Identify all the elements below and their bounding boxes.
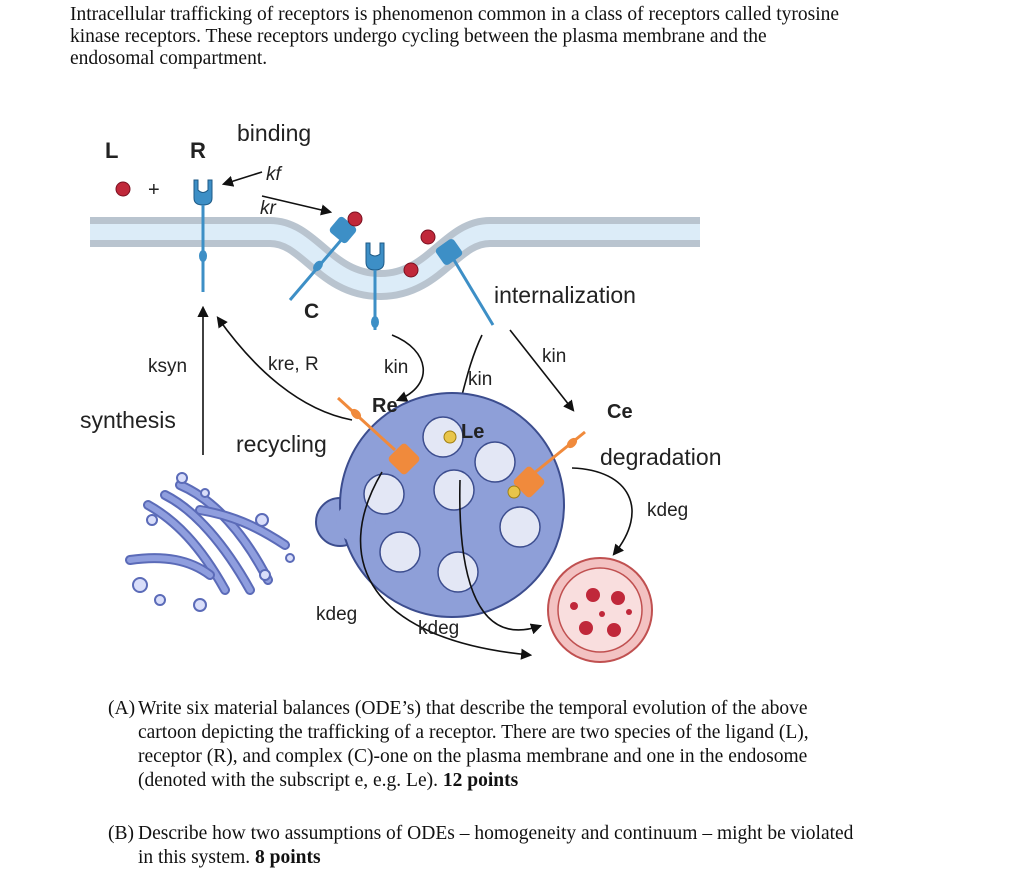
label-Re: Re bbox=[372, 395, 398, 417]
label-kin-complex: kin bbox=[542, 346, 566, 367]
label-synthesis: synthesis bbox=[80, 407, 176, 433]
internalize-complex-arrow bbox=[509, 329, 575, 412]
ligand-icon bbox=[115, 181, 131, 197]
receptor-icon bbox=[193, 179, 213, 292]
label-kre: kre, R bbox=[268, 354, 319, 375]
internalizing-complex-icon bbox=[420, 229, 495, 326]
label-Ce: Ce bbox=[607, 401, 633, 423]
intro-line: kinase receptors. These receptors underg… bbox=[70, 26, 767, 47]
intro-paragraph: Intracellular trafficking of receptors i… bbox=[70, 4, 970, 70]
question-b-points: 8 points bbox=[255, 847, 321, 868]
receptor-degradation-arrow bbox=[359, 471, 533, 660]
golgi-apparatus bbox=[125, 472, 295, 612]
label-kdeg-complex: kdeg bbox=[647, 500, 688, 521]
label-kdeg-receptor: kdeg bbox=[316, 604, 357, 625]
plus-sign: + bbox=[148, 179, 160, 201]
intro-line: endosomal compartment. bbox=[70, 48, 268, 69]
pit-receptor-icon bbox=[365, 242, 419, 330]
label-recycling: recycling bbox=[236, 431, 327, 457]
unbinding-arrow bbox=[261, 195, 333, 216]
label-internalization: internalization bbox=[494, 282, 636, 308]
endosomal-complex-icon bbox=[507, 430, 586, 499]
label-binding: binding bbox=[237, 120, 311, 146]
intro-line: Intracellular trafficking of receptors i… bbox=[70, 4, 840, 25]
label-kin-ligand: kin bbox=[468, 369, 492, 390]
complex-degradation-arrow bbox=[571, 467, 633, 556]
lysosome bbox=[547, 557, 653, 663]
internalize-receptor-arrow bbox=[391, 334, 425, 402]
plasma-membrane bbox=[90, 217, 700, 301]
receptor-trafficking-diagram: + L R binding kf bbox=[80, 120, 722, 663]
ligand-degradation-arrow bbox=[458, 479, 543, 635]
label-kin-receptor: kin bbox=[384, 357, 408, 378]
question-a-line: Write six material balances (ODE’s) that… bbox=[138, 698, 808, 719]
label-kf: kf bbox=[266, 164, 283, 185]
question-a-line: receptor (R), and complex (C)-one on the… bbox=[138, 746, 808, 767]
question-b: (B) Describe how two assumptions of ODEs… bbox=[108, 822, 988, 870]
question-a-label: (A) bbox=[108, 698, 136, 719]
label-L: L bbox=[105, 138, 118, 163]
recycling-arrow bbox=[216, 316, 353, 421]
question-a-line: (denoted with the subscript e, e.g. Le). bbox=[138, 770, 438, 791]
label-kr: kr bbox=[260, 198, 277, 219]
label-Le: Le bbox=[461, 421, 484, 443]
label-R: R bbox=[190, 138, 206, 163]
endosomal-receptor-icon bbox=[336, 396, 420, 475]
label-degradation: degradation bbox=[600, 444, 722, 470]
question-b-line: in this system. bbox=[138, 847, 251, 868]
question-a-points: 12 points bbox=[442, 770, 519, 791]
question-b-label: (B) bbox=[108, 823, 134, 844]
question-a: (A) Write six material balances (ODE’s) … bbox=[108, 697, 988, 793]
complex-receptor-icon bbox=[288, 211, 363, 301]
label-ksyn: ksyn bbox=[148, 356, 187, 377]
endosome bbox=[315, 392, 565, 618]
label-kdeg-ligand: kdeg bbox=[418, 618, 459, 639]
label-C: C bbox=[304, 300, 319, 323]
question-b-line: Describe how two assumptions of ODEs – h… bbox=[138, 823, 854, 844]
binding-arrow bbox=[221, 171, 263, 187]
question-a-line: cartoon depicting the trafficking of a r… bbox=[138, 722, 809, 743]
